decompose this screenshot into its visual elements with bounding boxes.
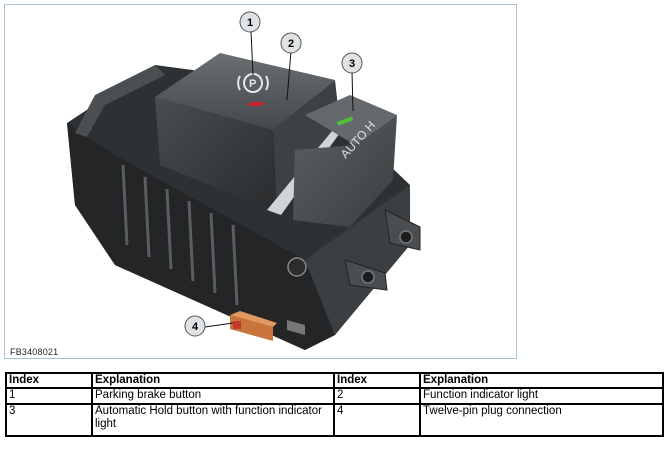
table-row: 1 Parking brake button 2 Function indica… — [5, 387, 664, 405]
legend-header-row: Index Explanation Index Explanation — [5, 372, 664, 389]
callout-3-label: 3 — [349, 58, 355, 70]
explanation-cell: Twelve-pin plug connection — [419, 403, 664, 437]
header-explanation: Explanation — [91, 372, 335, 389]
index-cell: 4 — [333, 403, 421, 437]
callout-1-label: 1 — [247, 17, 253, 29]
switch-drawing: P AUTO H 1 2 — [67, 11, 421, 350]
explanation-cell: Function indicator light — [419, 387, 664, 405]
svg-text:P: P — [249, 78, 256, 90]
function-indicator-light-green — [336, 116, 354, 126]
auto-hold-button: AUTO H — [293, 95, 397, 227]
callout-2: 2 — [280, 32, 302, 54]
figure-id: FB3408021 — [10, 347, 59, 357]
header-index: Index — [5, 372, 93, 389]
header-explanation: Explanation — [419, 372, 664, 389]
callout-3: 3 — [341, 52, 363, 74]
explanation-cell: Parking brake button — [91, 387, 335, 405]
switch-illustration: P AUTO H 1 2 — [4, 4, 517, 359]
callout-1: 1 — [239, 11, 261, 33]
function-indicator-light-red — [248, 102, 264, 106]
index-cell: 2 — [333, 387, 421, 405]
callout-2-label: 2 — [288, 38, 294, 50]
callout-4-label: 4 — [192, 321, 199, 333]
table-row: 3 Automatic Hold button with function in… — [5, 403, 664, 437]
plug-connector — [230, 311, 277, 341]
callout-4: 4 — [184, 315, 206, 337]
legend-table: Index Explanation Index Explanation 1 Pa… — [5, 372, 664, 437]
index-cell: 1 — [5, 387, 93, 405]
index-cell: 3 — [5, 403, 93, 437]
header-index: Index — [333, 372, 421, 389]
explanation-cell: Automatic Hold button with function indi… — [91, 403, 335, 437]
